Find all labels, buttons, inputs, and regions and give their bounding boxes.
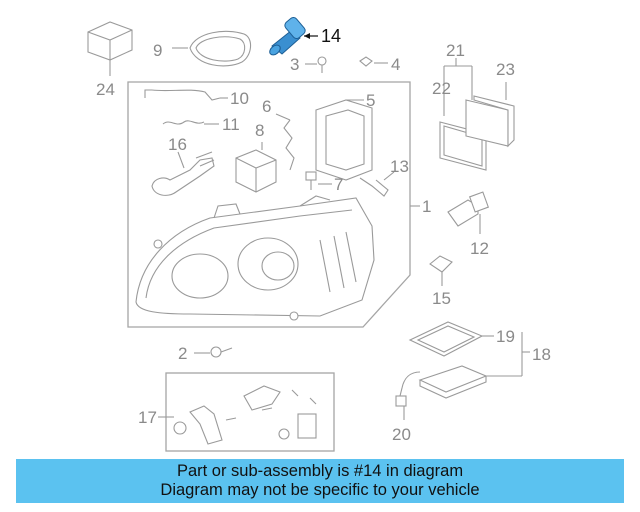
bulb-part-highlighted	[269, 16, 318, 56]
ballast-module-group	[408, 321, 530, 399]
actuator-part-8	[235, 142, 277, 193]
callout-9: 9	[153, 41, 162, 60]
bulb-socket-part-12	[447, 191, 490, 234]
callout-19: 19	[496, 327, 515, 346]
headlamp-assembly-frame	[127, 81, 411, 328]
cable-part-20	[395, 371, 421, 420]
callout-23: 23	[496, 60, 515, 79]
wire-harness-part-6	[275, 113, 295, 171]
callout-2: 2	[178, 344, 187, 363]
callout-11: 11	[222, 115, 240, 134]
screw-part-3	[305, 56, 327, 73]
banner-line-1: Part or sub-assembly is #14 in diagram	[176, 462, 464, 480]
callout-21: 21	[446, 41, 465, 60]
headlamp-body	[135, 195, 375, 321]
callout-5: 5	[366, 91, 375, 110]
connector-kit-frame	[165, 372, 335, 452]
connector-kit-parts	[158, 385, 317, 445]
callout-12: 12	[470, 239, 489, 258]
bracket-part-13	[359, 171, 395, 197]
clip-part-4	[359, 56, 388, 67]
callout-15: 15	[432, 289, 451, 308]
info-banner: Part or sub-assembly is #14 in diagram D…	[16, 459, 624, 503]
callout-24: 24	[96, 80, 115, 99]
callout-1: 1	[422, 197, 431, 216]
callout-18: 18	[532, 345, 551, 364]
callout-3: 3	[290, 55, 299, 74]
callout-20: 20	[392, 425, 411, 444]
callout-16: 16	[168, 135, 187, 154]
callout-17: 17	[138, 408, 157, 427]
clip-part-15	[429, 255, 453, 286]
bolt-part-7	[305, 171, 332, 190]
callout-13: 13	[390, 157, 409, 176]
wire-part-11	[162, 120, 219, 125]
callout-14: 14	[321, 26, 341, 46]
wire-harness-part-10	[144, 89, 228, 101]
callout-8: 8	[255, 121, 264, 140]
screw-part-2	[194, 346, 233, 358]
control-module-part	[87, 21, 133, 76]
callout-10: 10	[230, 89, 249, 108]
callout-22: 22	[432, 79, 451, 98]
reflector-housing-part-5	[315, 99, 373, 181]
gasket-ring-part	[172, 30, 252, 67]
callout-6: 6	[262, 97, 271, 116]
banner-line-2: Diagram may not be specific to your vehi…	[160, 481, 480, 499]
reflector-lens-group	[439, 58, 515, 171]
socket-part-16	[151, 151, 215, 196]
callout-4: 4	[391, 55, 400, 74]
callout-7: 7	[334, 175, 343, 194]
